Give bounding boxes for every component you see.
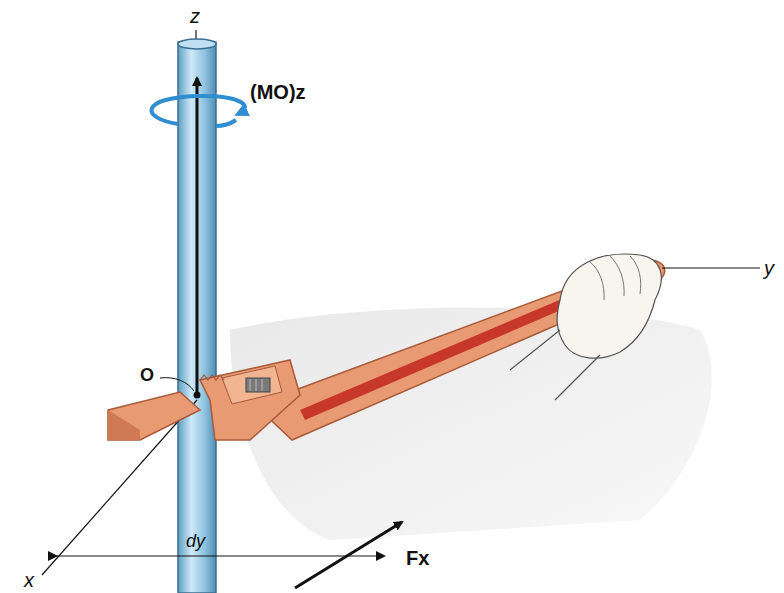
force-label: Fx	[406, 548, 429, 568]
dimension-label: dy	[186, 532, 205, 550]
origin-label: O	[140, 366, 154, 384]
axis-label: x	[24, 570, 34, 590]
moment-label: (MO)z	[250, 82, 306, 102]
axis-label: z	[190, 6, 200, 26]
axis-label: y	[764, 258, 774, 278]
